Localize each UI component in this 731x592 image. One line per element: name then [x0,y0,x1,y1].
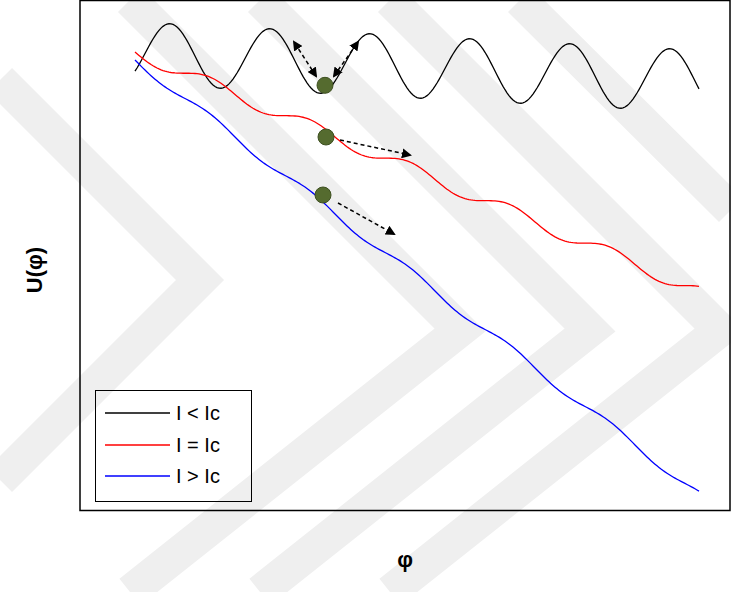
legend-text: I > Ic [176,465,220,488]
particle [315,77,334,203]
legend-entry: I > Ic [96,462,251,492]
legend-entry: I < Ic [96,399,251,429]
potential-curve [135,24,699,108]
motion-arrows [294,42,410,234]
potential-curve [135,60,699,491]
x-axis-label: φ [397,547,413,573]
legend-samples [105,413,170,476]
legend-text: I < Ic [176,402,220,425]
legend-entry: I = Ic [96,431,251,461]
legend-box: I < Ic I = Ic I > Ic [95,390,252,502]
plot-frame [80,1,730,511]
legend-text: I = Ic [176,434,220,457]
potential-curve [135,52,699,286]
y-axis-label: U(φ) [22,247,48,293]
